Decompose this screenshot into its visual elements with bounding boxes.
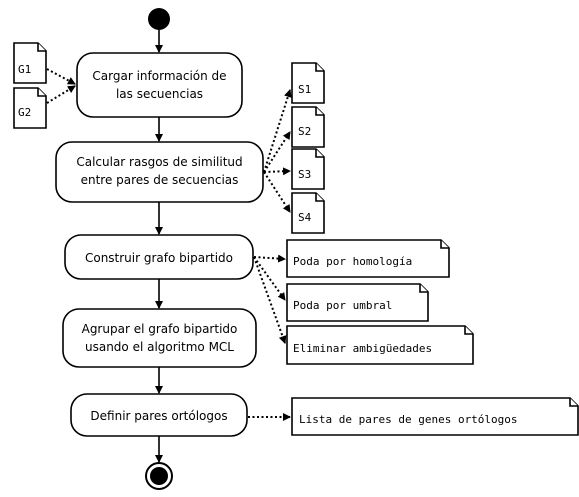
doc-s3: S3 bbox=[291, 148, 325, 190]
doc-g1-label: G1 bbox=[18, 63, 31, 76]
doc-s4: S4 bbox=[291, 192, 325, 234]
note-threshold-pruning: Poda por umbral bbox=[286, 283, 429, 322]
doc-s4-label: S4 bbox=[298, 211, 312, 224]
doc-s1: S1 bbox=[291, 62, 325, 104]
object-flows bbox=[46, 68, 292, 421]
activity-calc-line1: Calcular rasgos de similitud bbox=[76, 155, 242, 169]
note-output-label: Lista de pares de genes ortólogos bbox=[299, 413, 518, 426]
doc-s1-label: S1 bbox=[298, 83, 311, 96]
activity-define-pairs: Definir pares ortólogos bbox=[70, 393, 248, 437]
doc-g1: G1 bbox=[13, 42, 47, 84]
note-ambiguities-label: Eliminar ambigüedades bbox=[293, 342, 432, 355]
activity-load-sequences: Cargar información de las secuencias bbox=[76, 52, 243, 118]
note-orthologous-pairs-list: Lista de pares de genes ortólogos bbox=[291, 397, 579, 436]
end-node bbox=[145, 462, 173, 490]
note-remove-ambiguities: Eliminar ambigüedades bbox=[286, 325, 474, 365]
activity-load-line1: Cargar información de bbox=[92, 69, 226, 83]
activity-group-graph: Agrupar el grafo bipartido usando el alg… bbox=[62, 308, 257, 368]
doc-s2: S2 bbox=[291, 106, 325, 148]
activity-calc-line2: entre pares de secuencias bbox=[81, 173, 239, 187]
activity-group-line2: usando el algoritmo MCL bbox=[85, 340, 234, 354]
note-homology-label: Poda por homología bbox=[293, 255, 412, 268]
doc-s2-label: S2 bbox=[298, 125, 311, 138]
activity-group-line1: Agrupar el grafo bipartido bbox=[82, 322, 238, 336]
activity-build-graph: Construir grafo bipartido bbox=[64, 234, 254, 280]
activity-load-line2: las secuencias bbox=[116, 87, 203, 101]
start-node bbox=[148, 8, 170, 30]
activity-define-label: Definir pares ortólogos bbox=[90, 409, 227, 423]
activity-build-label: Construir grafo bipartido bbox=[85, 251, 233, 265]
doc-g2: G2 bbox=[13, 87, 47, 129]
activity-calculate-similarity: Calcular rasgos de similitud entre pares… bbox=[55, 141, 264, 203]
doc-s3-label: S3 bbox=[298, 168, 311, 181]
doc-g2-label: G2 bbox=[18, 106, 31, 119]
note-homology-pruning: Poda por homología bbox=[286, 239, 450, 278]
note-threshold-label: Poda por umbral bbox=[293, 299, 392, 312]
